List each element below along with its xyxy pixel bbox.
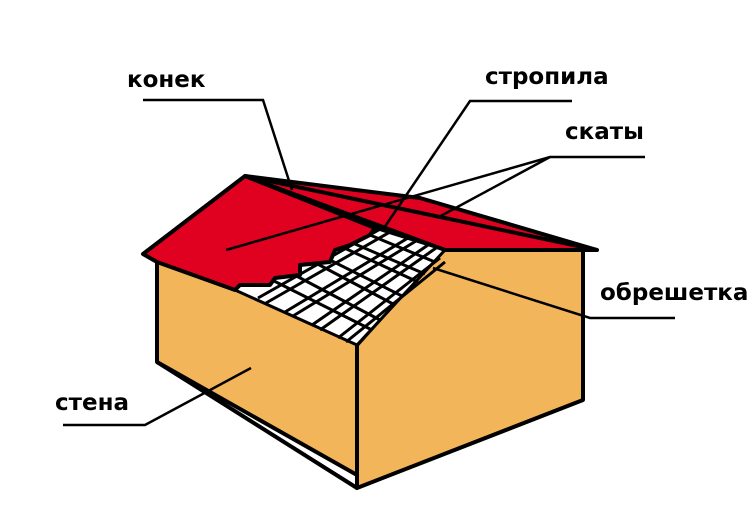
leader-wall: [63, 366, 252, 427]
label-ridge: конек: [127, 67, 206, 93]
label-lathing: обрешетка: [600, 280, 749, 306]
leader-lines: [63, 98, 675, 427]
label-slopes: скаты: [565, 119, 644, 145]
label-rafters: стропила: [485, 64, 609, 90]
leader-rafters: [382, 99, 572, 229]
leader-lathing: [432, 266, 675, 320]
leader-ridge: [143, 98, 294, 191]
lathing-grid: [257, 226, 446, 344]
label-wall: стена: [55, 390, 129, 416]
ridge-line: [244, 174, 446, 252]
roof-slope-front: [141, 174, 377, 292]
